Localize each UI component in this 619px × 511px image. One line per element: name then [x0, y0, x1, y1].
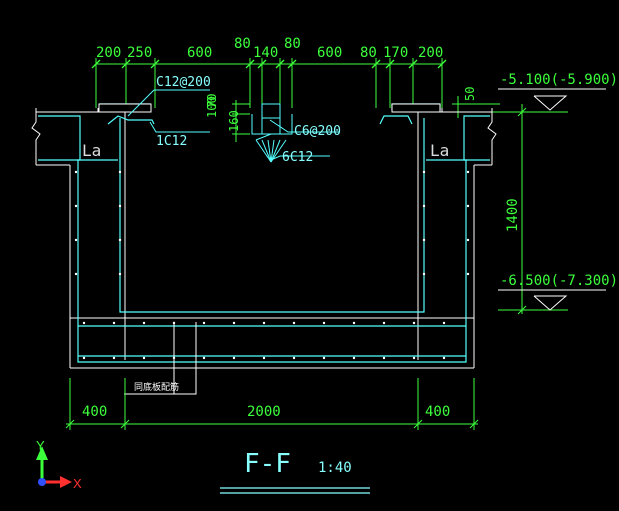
hanger-dim-160: 160: [227, 110, 241, 132]
rebar-dot: [232, 356, 236, 360]
rebar-dot: [118, 204, 122, 208]
rebar-dot: [202, 356, 206, 360]
axis-label-x: X: [73, 476, 82, 491]
dim-label: 80: [234, 36, 251, 52]
rebar-dot: [442, 321, 446, 325]
rebar-label-c12-200: C12@200: [156, 75, 211, 90]
section-title: F-F: [244, 449, 291, 479]
note-leader: [124, 322, 197, 395]
top-dimension-labels: 200 250 600 80 140 80 600 80 170 200: [96, 36, 443, 61]
rebar-dot: [292, 356, 296, 360]
rebar-dot: [82, 321, 86, 325]
bottom-dim-left: 400: [82, 404, 107, 420]
rebar-dot: [142, 321, 146, 325]
rebar-dot: [322, 321, 326, 325]
rebar-dot: [142, 356, 146, 360]
rebar-label-1c12: 1C12: [156, 134, 187, 149]
dim-label: 600: [317, 45, 342, 61]
elevation-marker-bottom: [498, 289, 606, 311]
rebar-dot: [412, 321, 416, 325]
dim-label: 200: [96, 45, 121, 61]
rebar-dot: [352, 321, 356, 325]
rebar-label-c6-200: C6@200: [294, 124, 341, 139]
title-underline: [220, 487, 370, 494]
rebar-dot: [382, 321, 386, 325]
rebar-dot: [382, 356, 386, 360]
rebar-label-6c12: 6C12: [282, 150, 313, 165]
rebar-dot: [442, 356, 446, 360]
rebar-dot: [422, 170, 426, 174]
rebar-dot: [74, 204, 78, 208]
rebar-dot: [262, 321, 266, 325]
bottom-dimension-chain: [65, 378, 479, 430]
dim-label: 600: [187, 45, 212, 61]
right-elevation-dimension: [498, 104, 568, 315]
rebar-dot: [322, 356, 326, 360]
rebar-dot: [466, 272, 470, 276]
rebar-dot: [112, 321, 116, 325]
dim-label: 140: [253, 45, 278, 61]
rebar-dot: [422, 204, 426, 208]
rebar-dot: [352, 356, 356, 360]
top-dimension-chain: [91, 58, 447, 108]
rebar-dot: [466, 204, 470, 208]
elevation-marker-top: [498, 88, 606, 111]
rebar-dot: [232, 321, 236, 325]
dim-label: 250: [127, 45, 152, 61]
hanger-dims: [232, 100, 250, 142]
elevation-label-top: -5.100(-5.900): [500, 72, 618, 88]
side-dim-label: 50: [463, 87, 477, 101]
elevation-label-bottom: -6.500(-7.300): [500, 273, 618, 289]
hanger-dim-70: 70: [205, 94, 219, 108]
la-label-right: La: [430, 141, 449, 160]
rebar-dot: [292, 321, 296, 325]
rebar-dot: [112, 356, 116, 360]
dim-label: 200: [418, 45, 443, 61]
rebar-dot: [262, 356, 266, 360]
rebar-dot: [466, 238, 470, 242]
rebar-dot: [422, 272, 426, 276]
bottom-dim-center: 2000: [247, 404, 281, 420]
rebar-dot: [466, 170, 470, 174]
rebar-dot: [118, 170, 122, 174]
central-hanger-rebar: [251, 103, 293, 163]
hanger-dim-100: 100: [205, 96, 219, 118]
rebar-dot: [202, 321, 206, 325]
rebar-dot: [74, 272, 78, 276]
rebar-dot: [412, 356, 416, 360]
dim-label: 80: [284, 36, 301, 52]
leader-lines: [127, 89, 340, 161]
dim-label: 170: [383, 45, 408, 61]
rebar-dot: [422, 238, 426, 242]
ucs-axis-icon[interactable]: [36, 446, 72, 488]
axis-label-y: Y: [36, 438, 45, 453]
rebar-dots: [74, 170, 470, 360]
bottom-dim-right: 400: [425, 404, 450, 420]
rebar-dot: [118, 272, 122, 276]
rebar-dot: [74, 238, 78, 242]
section-scale: 1:40: [318, 460, 352, 476]
rebar-dot: [74, 170, 78, 174]
rebar-dot: [82, 356, 86, 360]
la-label-left: La: [82, 141, 101, 160]
pit-concrete-outline: [31, 108, 497, 369]
note-label: 同底板配筋: [134, 381, 179, 393]
dim-label: 80: [360, 45, 377, 61]
rebar-dot: [118, 238, 122, 242]
corner-blocks: [98, 103, 441, 113]
height-dim-label: 1400: [505, 198, 521, 232]
